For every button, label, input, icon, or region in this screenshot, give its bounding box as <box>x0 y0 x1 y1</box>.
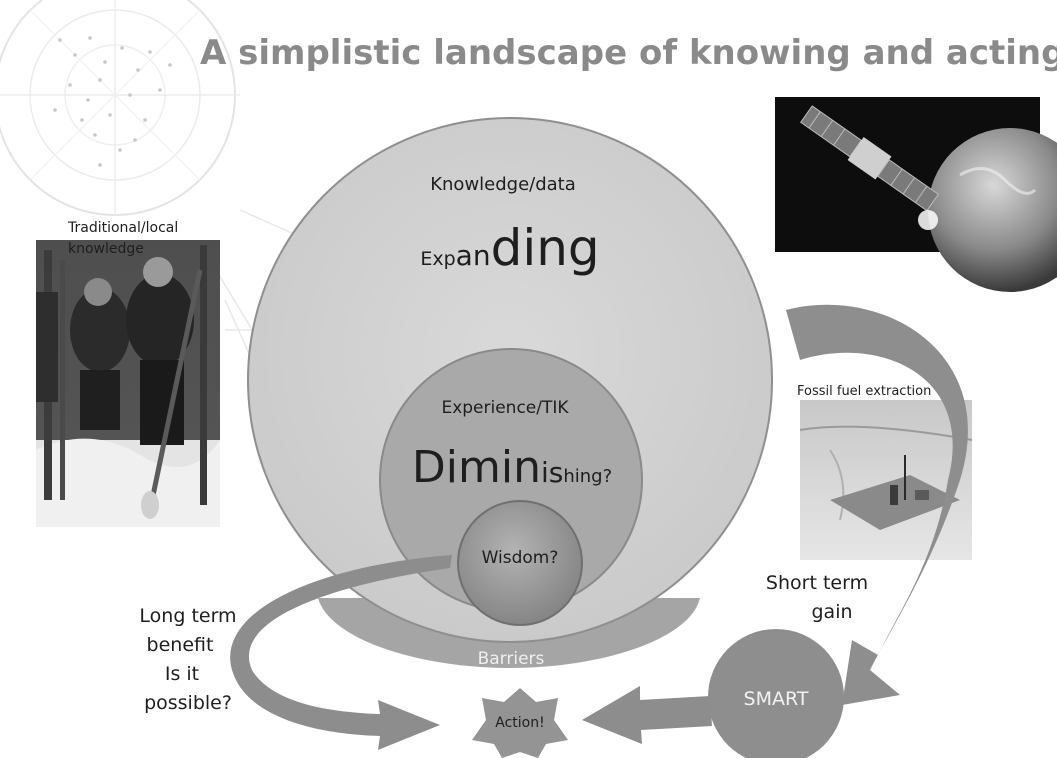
long-term-line3: Is it <box>165 663 199 685</box>
diminishing-part-mid: is <box>541 456 563 489</box>
short-term-line2: gain <box>811 601 852 623</box>
background-globe-map <box>0 0 240 216</box>
expanding-part-mid: an <box>456 239 491 272</box>
fossil-caption: Fossil fuel extraction <box>797 384 931 399</box>
arrow-to-smart <box>786 304 968 705</box>
diminishing-part-big: Dimin <box>412 442 541 493</box>
diminishing-part-small: hing? <box>563 466 612 487</box>
long-term-text: Long term benefit Is it possible? <box>139 605 236 714</box>
photo-fossil-fuel-extraction <box>799 400 973 560</box>
diminishing-label: Diminishing? <box>412 442 612 493</box>
arrow-smart-to-action <box>582 686 712 744</box>
arrow-long-term <box>230 555 452 750</box>
long-term-line1: Long term <box>139 605 236 627</box>
satellite-over-earth-photo <box>775 97 1057 292</box>
action-star <box>472 688 568 758</box>
wisdom-circle <box>457 500 583 626</box>
long-term-line4: possible? <box>144 692 232 714</box>
long-term-line2: benefit <box>147 634 214 656</box>
smart-label: SMART <box>744 688 809 710</box>
wisdom-label: Wisdom? <box>482 548 559 568</box>
action-label: Action! <box>495 715 544 731</box>
traditional-caption-line2: knowledge <box>68 241 144 257</box>
traditional-caption-line1: Traditional/local <box>67 220 178 236</box>
experience-label: Experience/TIK <box>441 398 569 418</box>
short-term-line1: Short term <box>766 572 868 594</box>
expanding-label: Expanding <box>420 219 599 277</box>
page-title: A simplistic landscape of knowing and ac… <box>200 33 1057 73</box>
barriers-label: Barriers <box>478 649 545 669</box>
knowledge-label: Knowledge/data <box>430 174 576 195</box>
short-term-text: Short term gain <box>766 572 868 623</box>
expanding-part-small: Exp <box>420 248 455 270</box>
photo-traditional-knowledge <box>36 240 220 527</box>
expanding-part-big: ding <box>491 219 600 277</box>
smart-circle <box>708 629 844 758</box>
